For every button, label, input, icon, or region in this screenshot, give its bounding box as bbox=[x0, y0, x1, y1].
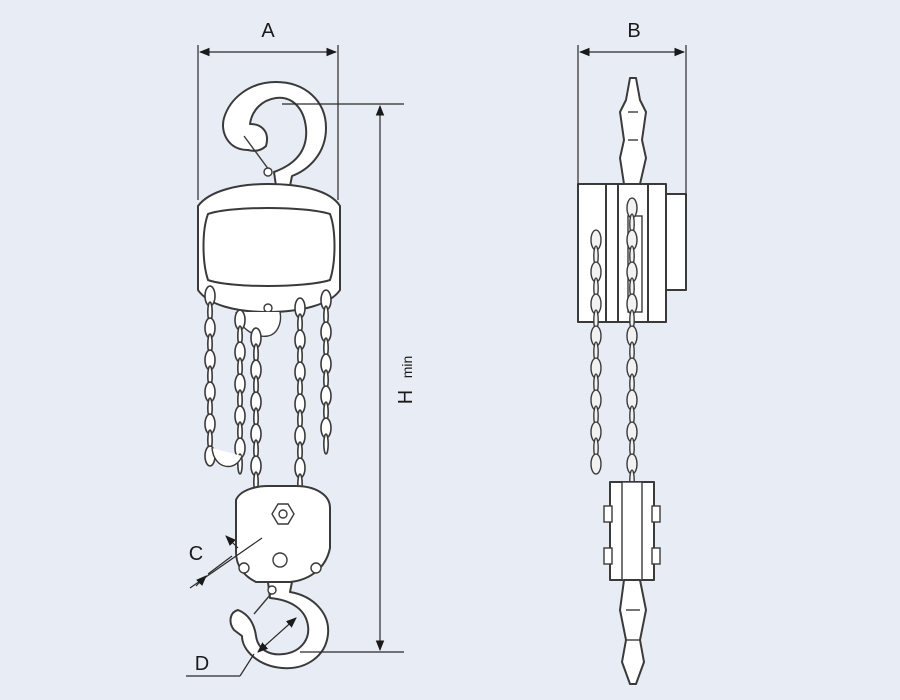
load-chain-right bbox=[294, 297, 306, 495]
bottom-hook bbox=[229, 581, 330, 670]
side-load-chain bbox=[626, 197, 638, 491]
top-hook bbox=[222, 81, 327, 187]
front-view: A H min C D bbox=[186, 20, 417, 677]
chain-link bbox=[590, 453, 602, 475]
chain-loop-bottom bbox=[211, 447, 243, 468]
hand-chain-left bbox=[204, 285, 216, 467]
dimension-c-label: C bbox=[189, 543, 203, 565]
side-hand-chain bbox=[590, 229, 602, 475]
dimension-c: C bbox=[189, 535, 263, 589]
bottom-block bbox=[235, 485, 331, 583]
hand-chain-right bbox=[320, 289, 332, 455]
dimension-h-subscript: min bbox=[399, 356, 415, 379]
chain-link bbox=[322, 433, 329, 455]
side-view: B bbox=[577, 20, 687, 685]
dimension-b: B bbox=[577, 20, 687, 196]
dimension-a: A bbox=[197, 20, 339, 200]
side-top-hook bbox=[619, 77, 647, 185]
dimension-b-label: B bbox=[627, 20, 640, 42]
side-bottom-block bbox=[603, 481, 661, 581]
load-chain-left bbox=[250, 327, 262, 493]
dimension-d-label: D bbox=[195, 653, 209, 675]
dimension-a-label: A bbox=[261, 20, 275, 42]
svg-text:H min: H min bbox=[395, 356, 417, 405]
side-bottom-hook bbox=[619, 579, 647, 685]
dimension-h: H min bbox=[282, 103, 417, 653]
hoist-body bbox=[197, 183, 341, 337]
dimension-h-label: H bbox=[395, 390, 417, 404]
dimension-d: D bbox=[186, 617, 297, 677]
hand-chain-left-inner bbox=[234, 309, 246, 475]
